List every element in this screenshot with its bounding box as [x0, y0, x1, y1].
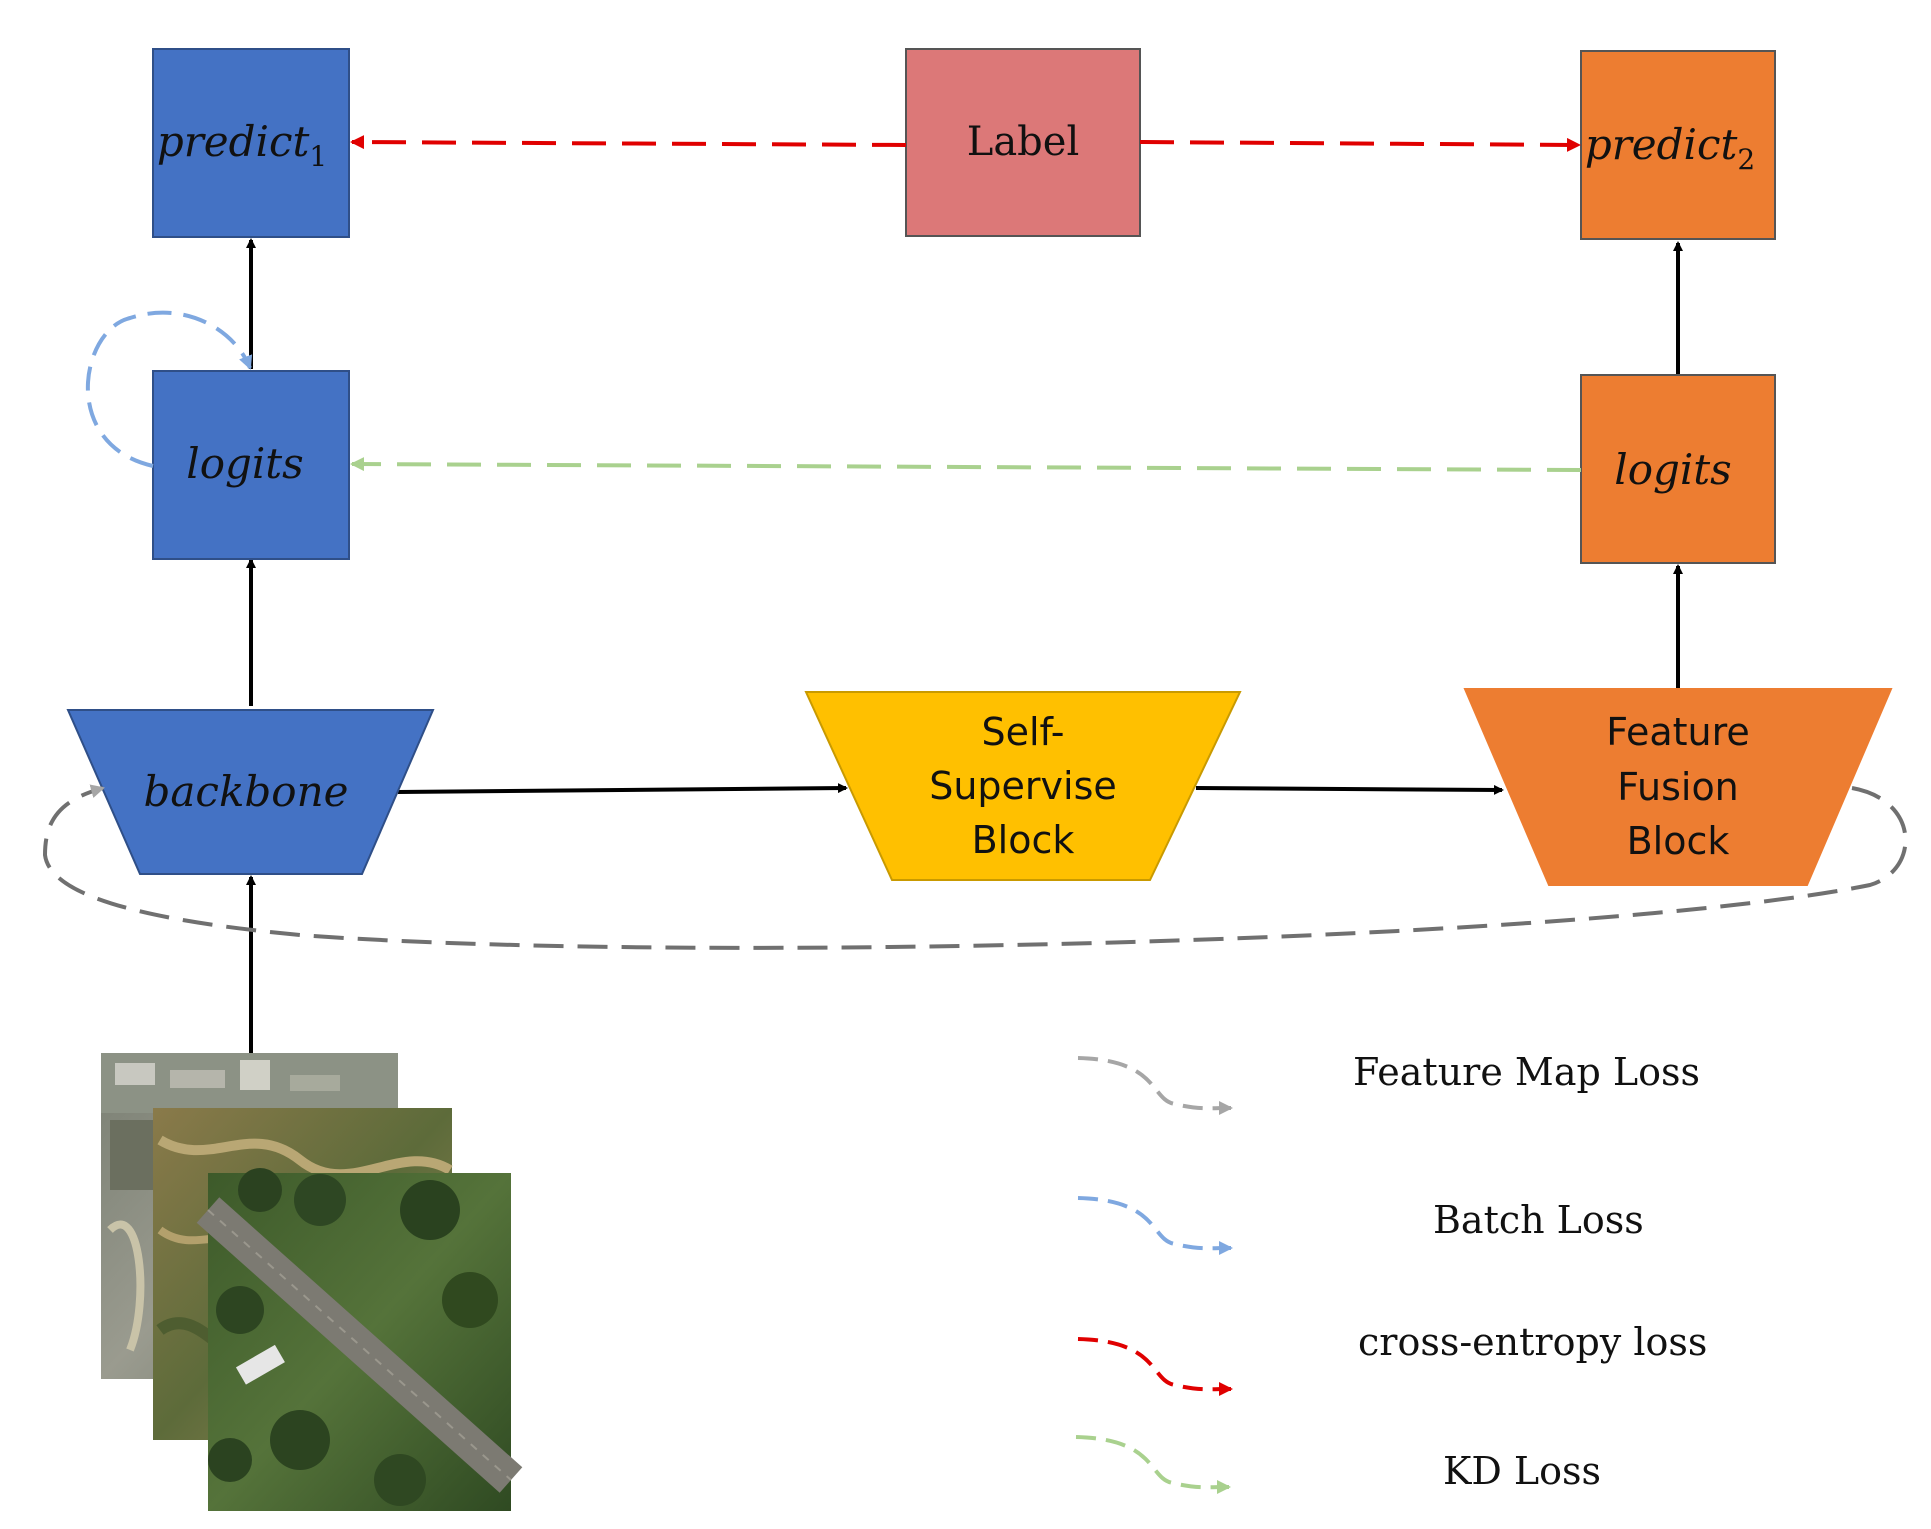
svg-text:predict2: predict2	[1585, 120, 1755, 176]
node-logits-left: logits	[152, 370, 350, 560]
legend-item-feature-map: Feature Map Loss	[1077, 1050, 1700, 1116]
ce-loss-to-predict2	[1139, 137, 1581, 152]
legend-label-batch: Batch Loss	[1433, 1198, 1644, 1242]
legend-label-kd: KD Loss	[1443, 1449, 1601, 1493]
batch-loss-loop	[85, 310, 253, 468]
ssb-line1: Self-	[981, 710, 1064, 754]
node-logits-right: logits	[1580, 374, 1776, 564]
legend-item-kd: KD Loss	[1075, 1435, 1601, 1495]
loss-arrows	[42, 135, 1908, 950]
node-self-supervise-block: Self- Supervise Block	[804, 691, 1242, 881]
arrow-backbone-to-ssb	[397, 783, 848, 794]
predict2-subscript: 2	[1737, 143, 1755, 176]
input-image-stack	[101, 1053, 523, 1511]
predict1-subscript: 1	[309, 140, 327, 173]
legend: Feature Map Loss Batch Loss cross-entrop…	[1075, 1050, 1707, 1495]
node-label: Label	[905, 48, 1141, 237]
node-backbone: backbone	[66, 709, 435, 875]
ffb-line2: Fusion	[1617, 765, 1739, 809]
arrow-ssb-to-ffb	[1195, 784, 1504, 795]
ffb-line1: Feature	[1606, 710, 1750, 754]
predict1-text: predict	[157, 117, 310, 166]
legend-label-feature-map: Feature Map Loss	[1353, 1050, 1700, 1094]
legend-swatch-batch	[1077, 1196, 1233, 1256]
ssb-line2: Supervise	[929, 764, 1117, 808]
node-predict1: predict1	[152, 48, 350, 238]
legend-swatch-kd	[1075, 1435, 1231, 1495]
legend-item-cross-entropy: cross-entropy loss	[1077, 1320, 1707, 1397]
logits-left-text: logits	[186, 439, 303, 488]
node-predict2: predict2	[1580, 50, 1776, 240]
legend-swatch-cross-entropy	[1077, 1337, 1233, 1397]
ffb-line3: Block	[1627, 819, 1730, 863]
legend-label-cross-entropy: cross-entropy loss	[1358, 1320, 1707, 1364]
aerial-image-front	[196, 1168, 523, 1511]
flow-arrows	[246, 238, 1683, 1053]
label-text: Label	[967, 119, 1079, 165]
backbone-text: backbone	[144, 767, 349, 816]
kd-loss-arrow	[350, 457, 1582, 472]
legend-swatch-feature-map	[1077, 1056, 1233, 1116]
svg-text:predict1: predict1	[157, 117, 327, 173]
feature-map-loss-loop	[42, 784, 1908, 950]
node-feature-fusion-block: Feature Fusion Block	[1463, 688, 1893, 886]
ce-loss-to-predict1	[350, 135, 907, 150]
predict2-text: predict	[1585, 120, 1738, 169]
logits-right-text: logits	[1614, 445, 1731, 494]
ssb-line3: Block	[972, 818, 1075, 862]
legend-item-batch: Batch Loss	[1077, 1196, 1644, 1256]
